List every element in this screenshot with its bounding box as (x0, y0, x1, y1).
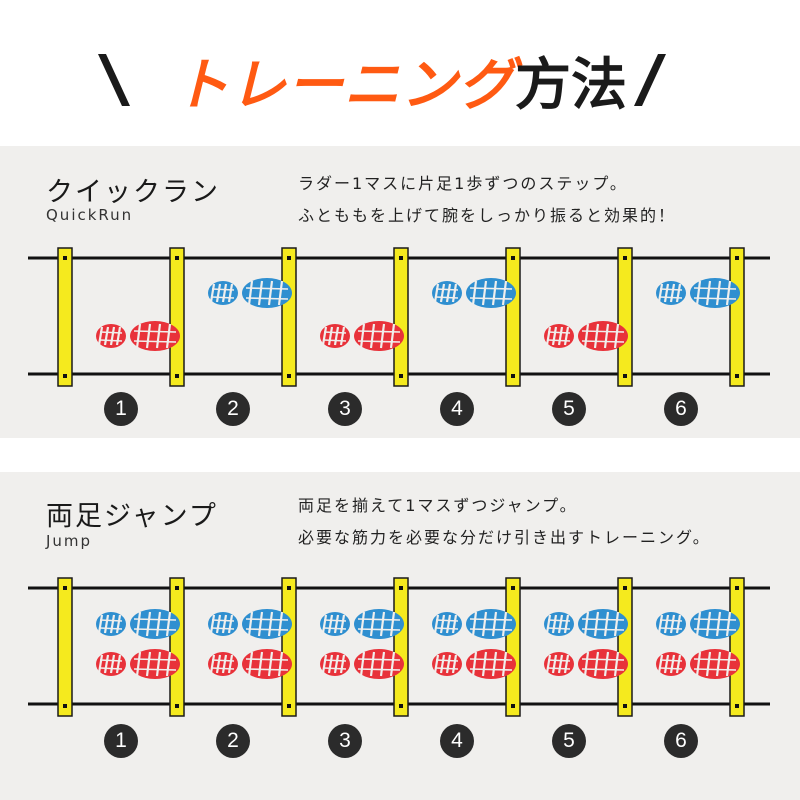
step-number-badge: 1 (104, 392, 138, 426)
ladder-rung (57, 247, 73, 387)
red-footprint-icon (656, 652, 686, 676)
red-footprint-icon (96, 652, 126, 676)
agility-ladder (28, 577, 770, 717)
ladder-rung (393, 247, 409, 387)
ladder-rung (729, 577, 745, 717)
ladder-rung (169, 577, 185, 717)
red-footprint-icon (96, 324, 126, 348)
ladder-rung (729, 247, 745, 387)
red-footprint-icon (354, 321, 404, 351)
red-footprint-icon (432, 652, 462, 676)
blue-footprint-icon (96, 612, 126, 636)
red-footprint-icon (690, 649, 740, 679)
red-footprint-icon (130, 321, 180, 351)
blue-footprint-icon (320, 612, 350, 636)
header: トレーニング方法 (0, 0, 800, 146)
description-line: ラダー1マスに片足1歩ずつのステップ。 (298, 174, 628, 193)
section-quickrun: クイックラン QuickRun ラダー1マスに片足1歩ずつのステップ。 ふともも… (0, 146, 800, 438)
right-slash-decoration (634, 54, 666, 106)
red-footprint-icon (320, 324, 350, 348)
ladder-rung (57, 577, 73, 717)
blue-footprint-icon (208, 612, 238, 636)
step-number-badge: 5 (552, 724, 586, 758)
blue-footprint-icon (208, 281, 238, 305)
page-title-accent: トレーニング (173, 53, 515, 118)
page-title: トレーニング方法 (0, 40, 800, 121)
blue-footprint-icon (432, 281, 462, 305)
ladder-rung (281, 577, 297, 717)
ladder-rung (505, 247, 521, 387)
red-footprint-icon (578, 321, 628, 351)
agility-ladder (28, 247, 770, 387)
red-footprint-icon (208, 652, 238, 676)
red-footprint-icon (544, 324, 574, 348)
blue-footprint-icon (656, 612, 686, 636)
blue-footprint-icon (354, 609, 404, 639)
step-number-badge: 6 (664, 392, 698, 426)
section-description: 両足を揃えて1マスずつジャンプ。 必要な筋力を必要な分だけ引き出すトレーニング。 (298, 490, 711, 554)
section-jump: 両足ジャンプ Jump 両足を揃えて1マスずつジャンプ。 必要な筋力を必要な分だ… (0, 472, 800, 800)
ladder-rung (617, 577, 633, 717)
section-description: ラダー1マスに片足1歩ずつのステップ。 ふとももを上げて腕をしっかり振ると効果的… (298, 168, 676, 232)
section-subtitle: QuickRun (46, 206, 134, 224)
step-number-badge: 5 (552, 392, 586, 426)
blue-footprint-icon (690, 609, 740, 639)
red-footprint-icon (466, 649, 516, 679)
section-subtitle: Jump (46, 532, 93, 550)
blue-footprint-icon (690, 278, 740, 308)
description-line: 両足を揃えて1マスずつジャンプ。 (298, 496, 578, 515)
step-number-badge: 1 (104, 724, 138, 758)
blue-footprint-icon (466, 278, 516, 308)
blue-footprint-icon (466, 609, 516, 639)
section-title: クイックラン (46, 177, 220, 208)
ladder-rung (505, 577, 521, 717)
ladder-rung (169, 247, 185, 387)
red-footprint-icon (354, 649, 404, 679)
blue-footprint-icon (242, 278, 292, 308)
step-number-badge: 4 (440, 392, 474, 426)
step-number-badge: 2 (216, 724, 250, 758)
ladder-rung (281, 247, 297, 387)
red-footprint-icon (544, 652, 574, 676)
blue-footprint-icon (432, 612, 462, 636)
blue-footprint-icon (544, 612, 574, 636)
description-line: 必要な筋力を必要な分だけ引き出すトレーニング。 (298, 528, 711, 547)
step-number-badge: 6 (664, 724, 698, 758)
left-slash-decoration (98, 54, 130, 106)
red-footprint-icon (130, 649, 180, 679)
step-number-badge: 4 (440, 724, 474, 758)
red-footprint-icon (320, 652, 350, 676)
page-title-rest: 方法 (515, 53, 627, 118)
blue-footprint-icon (130, 609, 180, 639)
blue-footprint-icon (578, 609, 628, 639)
description-line: ふとももを上げて腕をしっかり振ると効果的！ (298, 206, 677, 225)
red-footprint-icon (242, 649, 292, 679)
ladder-rung (617, 247, 633, 387)
ladder-rung (393, 577, 409, 717)
step-number-badge: 3 (328, 724, 362, 758)
blue-footprint-icon (242, 609, 292, 639)
red-footprint-icon (578, 649, 628, 679)
blue-footprint-icon (656, 281, 686, 305)
section-title: 両足ジャンプ (46, 501, 218, 532)
step-number-badge: 3 (328, 392, 362, 426)
step-number-badge: 2 (216, 392, 250, 426)
